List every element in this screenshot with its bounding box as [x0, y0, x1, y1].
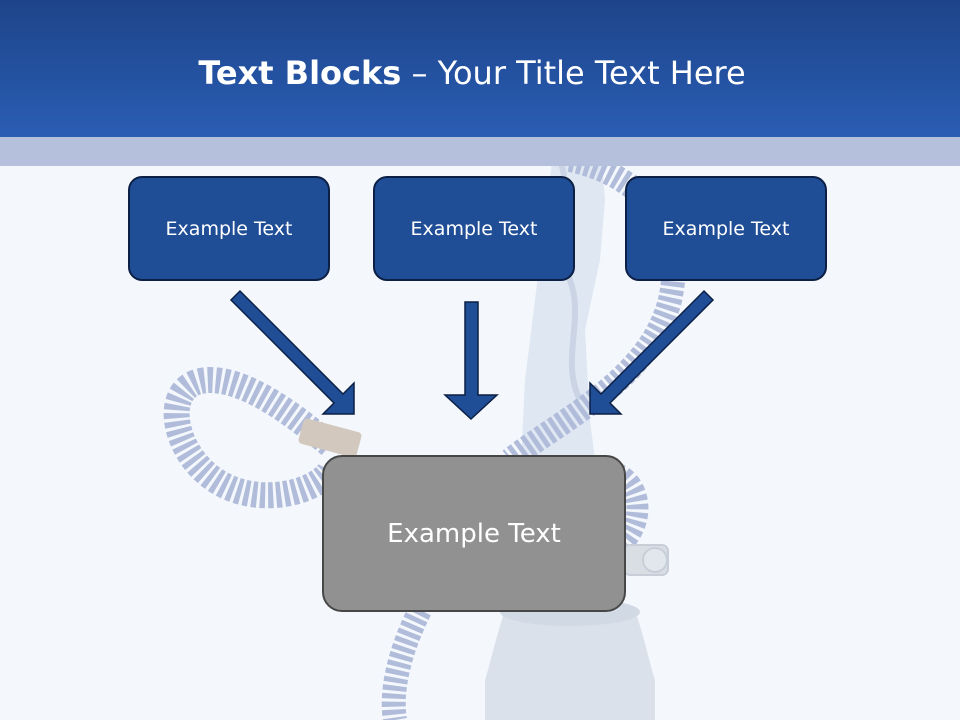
text-block-left-label: Example Text: [165, 217, 293, 240]
text-block-right-label: Example Text: [662, 217, 790, 240]
arrow-center-icon: [443, 301, 499, 421]
title-header-bar: [0, 0, 960, 137]
text-block-bottom[interactable]: Example Text: [322, 455, 626, 612]
text-block-center-label: Example Text: [410, 217, 538, 240]
slide-title: Text Blocks – Your Title Text Here: [0, 54, 944, 92]
slide-title-rest: – Your Title Text Here: [411, 54, 746, 92]
arrow-left-icon: [229, 289, 355, 415]
text-block-bottom-label: Example Text: [387, 518, 561, 549]
text-block-right[interactable]: Example Text: [625, 176, 827, 281]
text-block-left[interactable]: Example Text: [128, 176, 330, 281]
header-accent-band: [0, 137, 960, 166]
arrow-right-icon: [589, 289, 715, 415]
slide-title-bold: Text Blocks: [198, 54, 402, 92]
text-block-center[interactable]: Example Text: [373, 176, 575, 281]
